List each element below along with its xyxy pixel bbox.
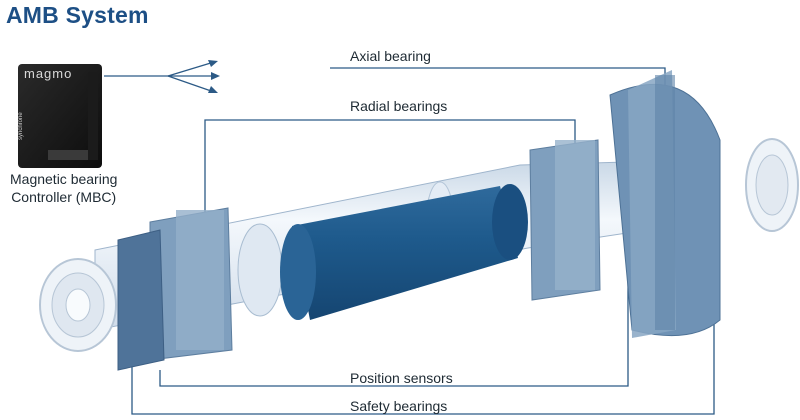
mbc-arrow-3: [167, 75, 215, 93]
arrow-heads: [208, 60, 220, 93]
right-safety-bearing: [745, 138, 799, 232]
diagram-title: AMB System: [6, 2, 149, 28]
mbc-brand-text: magmo: [24, 66, 73, 81]
mbc-device: [18, 64, 102, 168]
mbc-label-line2: Controller (MBC): [11, 189, 117, 205]
safety-bearings-label: Safety bearings: [350, 398, 448, 414]
mbc-arrow-1: [167, 61, 215, 77]
axial-bearing-disk: [609, 70, 721, 338]
position-sensors-label: Position sensors: [350, 370, 453, 386]
radial-bearing-line: [204, 119, 576, 238]
position-sensor-line: [159, 280, 629, 387]
mbc-label-line1: Magnetic bearing: [10, 171, 118, 187]
left-safety-bearing: [39, 258, 117, 352]
leader-lines: [104, 61, 715, 415]
right-radial-bearing: [529, 139, 601, 301]
axial-bearing-line: [330, 67, 666, 88]
left-radial-bearing: [117, 207, 233, 371]
axial-bearing-label: Axial bearing: [350, 48, 431, 64]
rotor: [280, 184, 528, 320]
radial-bearings-label: Radial bearings: [350, 98, 448, 114]
mbc-vertical-text: synchrone: [18, 112, 24, 140]
mbc-label: Magnetic bearing Controller (MBC): [10, 170, 117, 206]
